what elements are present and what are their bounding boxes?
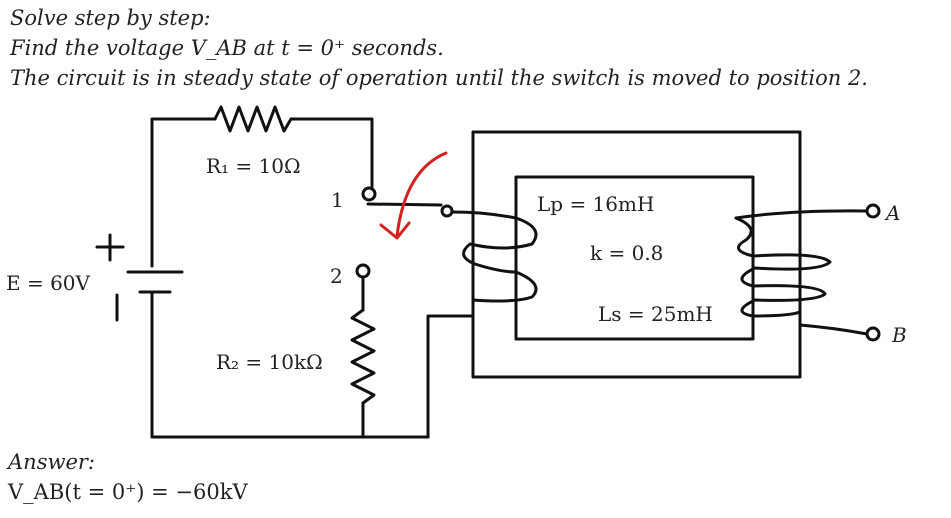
wire-return: [426, 314, 474, 439]
switch-arrow-head: [379, 221, 411, 240]
secondary-lead-a: [734, 209, 869, 220]
switch-pos1-label: 1: [331, 188, 344, 212]
primary-winding: [462, 216, 538, 303]
wire-top-left: [150, 117, 217, 268]
k-label: k = 0.8: [590, 241, 663, 265]
primary-lead-top: [450, 210, 518, 220]
secondary-winding: [734, 216, 832, 318]
wire-bottom-left: [150, 290, 430, 439]
plus-sign: [95, 233, 125, 262]
ls-label: Ls = 25mH: [598, 302, 713, 326]
source-label: E = 60V: [6, 271, 91, 295]
r1-label: R₁ = 10Ω: [206, 154, 301, 178]
problem-line-3: The circuit is in steady state of operat…: [10, 66, 868, 90]
switch-contact-2: [355, 263, 371, 279]
r2-label: R₂ = 10kΩ: [216, 350, 323, 374]
resistor-r2: [350, 308, 376, 405]
transformer-core-inner: [514, 175, 755, 341]
answer-value: V_AB(t = 0⁺) = −60kV: [8, 480, 248, 504]
terminal-b-node: [865, 326, 881, 342]
problem-line-1: Solve step by step:: [10, 6, 211, 30]
switch-arrow: [395, 151, 448, 238]
terminal-a-label: A: [884, 201, 900, 225]
resistor-r1: [213, 105, 293, 133]
lp-label: Lp = 16mH: [537, 192, 654, 216]
terminal-b-label: B: [891, 323, 907, 347]
switch-pos2-label: 2: [330, 264, 343, 288]
answer-heading: Answer:: [8, 450, 95, 474]
switch-pivot: [440, 204, 454, 218]
secondary-lead-b: [798, 323, 869, 336]
problem-line-2: Find the voltage V_AB at t = 0⁺ seconds.: [10, 36, 444, 60]
terminal-a-node: [865, 203, 881, 219]
wire-top-right: [289, 117, 374, 191]
switch-contact-1: [361, 186, 377, 202]
